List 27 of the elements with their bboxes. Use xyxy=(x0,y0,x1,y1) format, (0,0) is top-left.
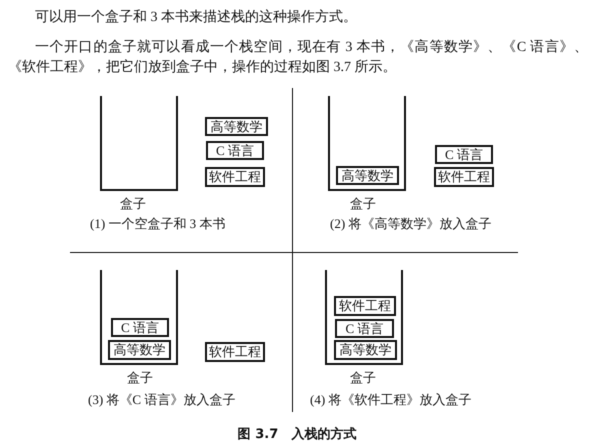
box-label: 盒子 xyxy=(120,196,146,212)
figure-caption: 图 3.7 入栈的方式 xyxy=(236,426,358,443)
book-box: 高等数学 xyxy=(108,340,171,360)
open-box xyxy=(100,270,178,365)
open-box xyxy=(328,96,406,191)
book-box: 软件工程 xyxy=(434,167,494,187)
book-box: 高等数学 xyxy=(334,340,397,360)
book-box: C 语言 xyxy=(435,145,493,164)
book-box: 软件工程 xyxy=(205,167,265,187)
book-box: 高等数学 xyxy=(336,166,399,185)
open-box xyxy=(100,96,178,191)
panel-caption: (2) 将《高等数学》放入盒子 xyxy=(330,216,492,232)
panel-caption: (3) 将《C 语言》放入盒子 xyxy=(88,392,236,408)
panel-caption: (1) 一个空盒子和 3 本书 xyxy=(90,216,226,232)
book-box: C 语言 xyxy=(335,319,394,338)
panel-caption: (4) 将《软件工程》放入盒子 xyxy=(310,392,472,408)
book-box: 软件工程 xyxy=(334,296,396,316)
book-box: 软件工程 xyxy=(205,342,265,362)
open-box xyxy=(325,270,403,365)
box-label: 盒子 xyxy=(127,370,153,386)
paragraph: 一个开口的盒子就可以看成一个栈空间，现在有 3 本书，《高等数学》、《C 语言》、《软件工程》，把它们放到盒子中，操作的过程如图 3.7 所示。 xyxy=(8,38,588,77)
book-box: C 语言 xyxy=(206,141,264,160)
box-label: 盒子 xyxy=(350,370,376,386)
box-label: 盒子 xyxy=(350,196,376,212)
book-box: 高等数学 xyxy=(205,117,268,136)
book-box: C 语言 xyxy=(111,318,169,337)
paragraph: 可以用一个盒子和 3 本书来描述栈的这种操作方式。 xyxy=(35,8,357,27)
